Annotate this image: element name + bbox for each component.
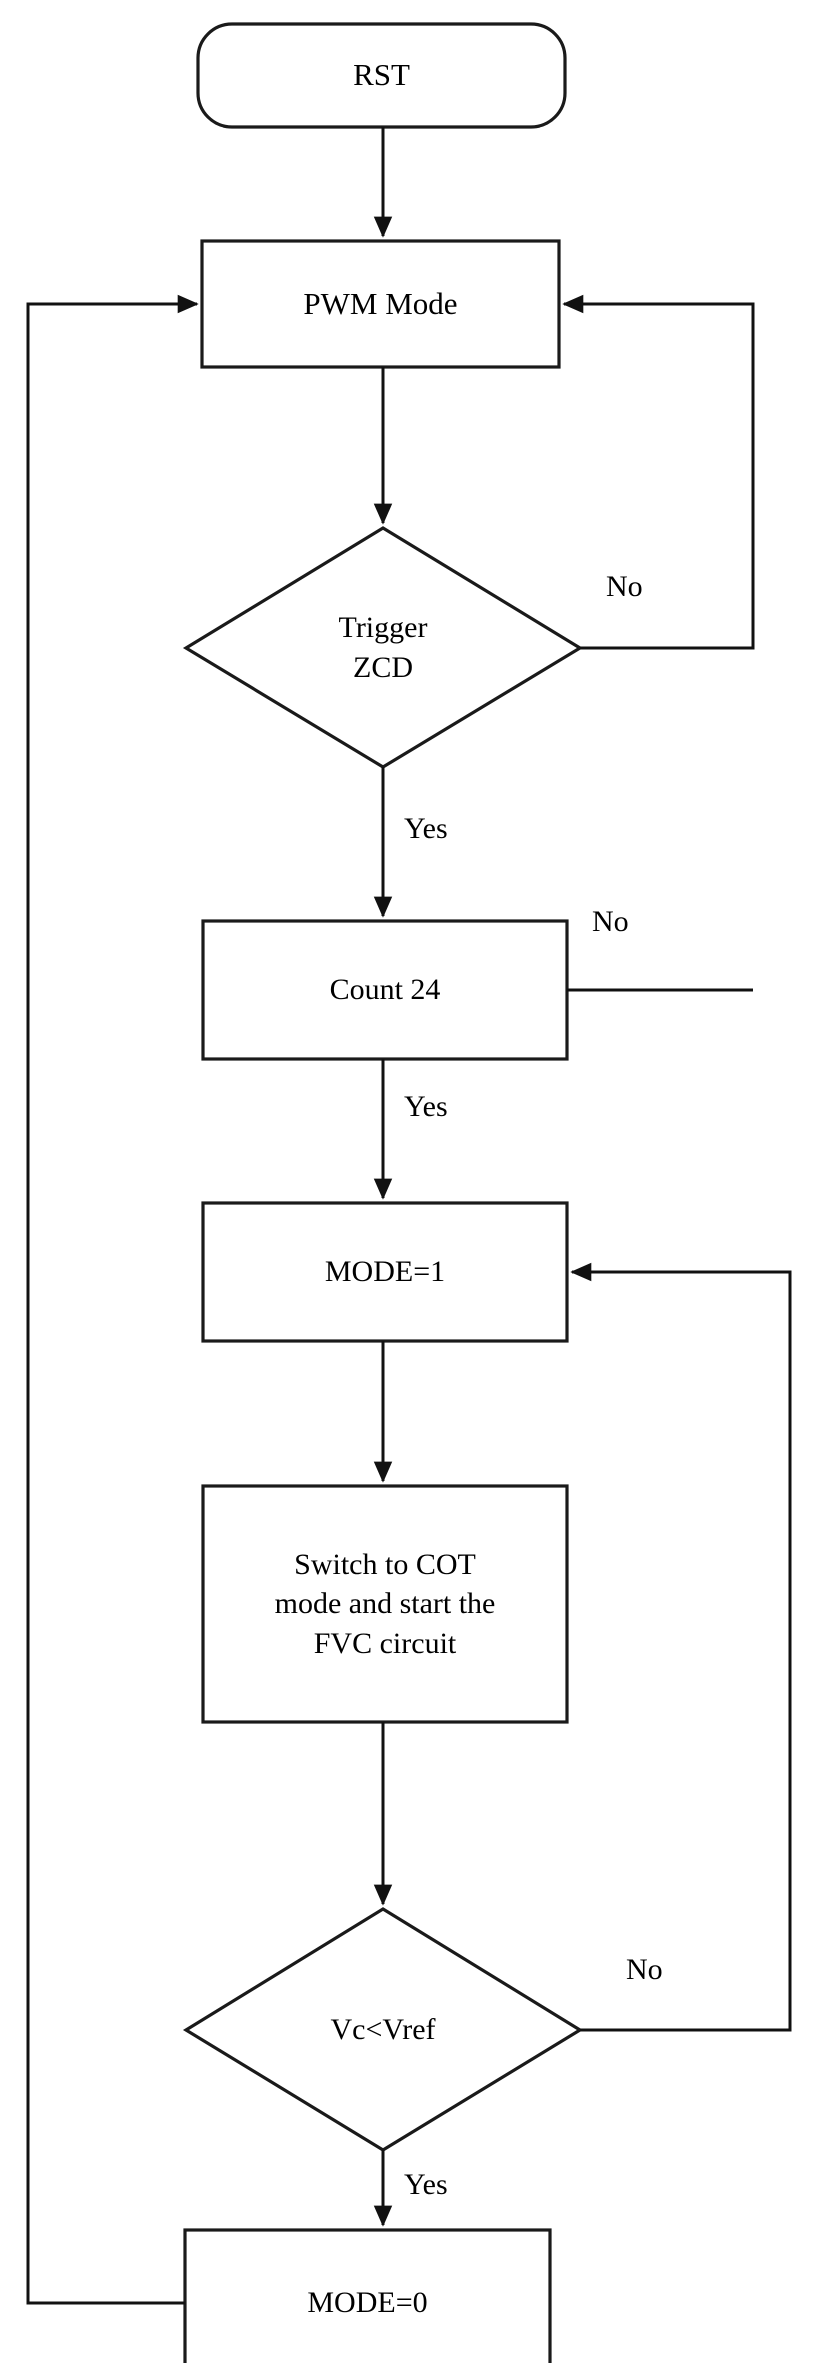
node-mode-1-shape [201,1201,569,1343]
edge-vc-no-to-mode1 [570,1262,792,2032]
edge-label-zcd-no: No [606,570,643,603]
node-start-shape [196,22,567,129]
node-mode-0-shape [183,2228,552,2363]
edge-label-vc-no: No [626,1953,663,1986]
edge-mode0-to-pwm [26,294,199,2305]
edge-label-count-yes: Yes [404,1090,448,1123]
node-trigger-zcd-shape [182,526,584,769]
edge-label-count-no: No [592,905,629,938]
edge-label-zcd-yes: Yes [404,812,448,845]
node-pwm-mode-shape [200,239,561,369]
node-vc-vref-shape [182,1907,584,2152]
node-count-24-shape [201,919,569,1061]
node-switch-cot-shape [201,1484,569,1724]
edge-zcd-no-to-pwm [562,294,755,650]
edge-label-vc-yes: Yes [404,2168,448,2201]
